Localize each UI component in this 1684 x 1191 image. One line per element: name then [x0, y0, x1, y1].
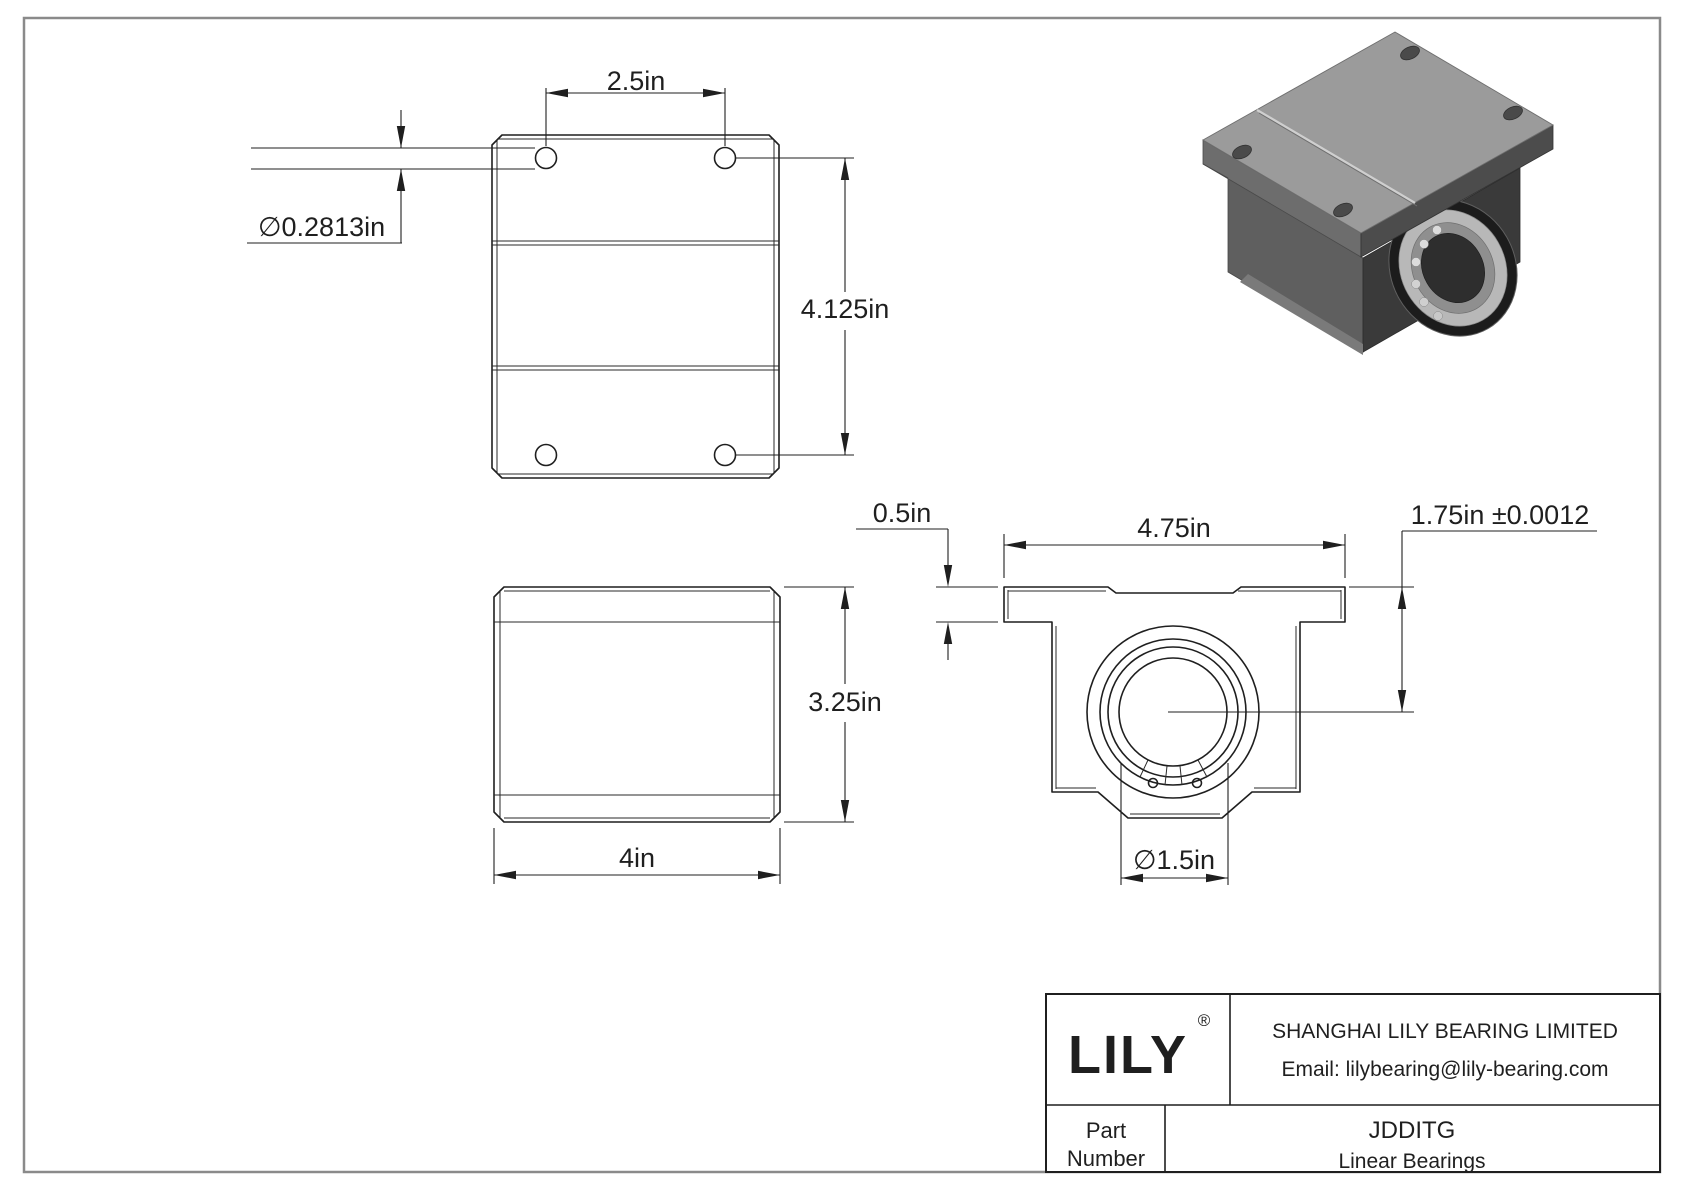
company-name: SHANGHAI LILY BEARING LIMITED [1272, 1020, 1618, 1043]
company-email: Email: lilybearing@lily-bearing.com [1281, 1058, 1608, 1081]
title-block-border [1045, 993, 1661, 1173]
mounting-hole [534, 146, 558, 170]
render-ball [1411, 279, 1421, 289]
dim-label-overall-width: 4.75in [1137, 513, 1211, 543]
render-body-bottom-chamfer [1240, 274, 1363, 355]
render-plate-top-face [1202, 31, 1554, 234]
title-block: LILY ® SHANGHAI LILY BEARING LIMITED Ema… [1045, 993, 1661, 1173]
dim-side-height: 3.25in [784, 586, 882, 823]
part-category: Linear Bearings [1338, 1150, 1485, 1173]
render-ball [1419, 297, 1429, 307]
front-view [1003, 586, 1414, 819]
company-logo: LILY [1068, 1025, 1188, 1085]
dim-hole-spacing: 2.5in [545, 66, 726, 146]
top-view [491, 134, 780, 479]
render-ball [1432, 225, 1442, 235]
mounting-hole [713, 443, 737, 467]
render-plate-underside-edge [1202, 163, 1229, 179]
part-number-value: JDDITG [1369, 1117, 1456, 1144]
dim-hole-diameter: ∅0.2813in [247, 110, 535, 244]
registered-trademark-icon: ® [1198, 1011, 1211, 1030]
part-number-label-line2: Number [1067, 1146, 1145, 1171]
retaining-ring-ear [1179, 765, 1183, 786]
dim-bore-diameter: ∅1.5in [1120, 763, 1229, 885]
dim-side-width: 4in [493, 828, 781, 884]
top-view-outline [491, 134, 780, 479]
front-view-outline [1003, 586, 1346, 819]
dim-hole-row-spacing: 4.125in [736, 157, 890, 456]
retaining-ring-lug-hole [1191, 777, 1203, 789]
page-border [22, 16, 1662, 1174]
render-ball [1419, 239, 1429, 249]
render-shaft-bore [1421, 233, 1485, 303]
dim-label-bore-diameter: ∅1.5in [1133, 845, 1215, 875]
side-view [493, 586, 781, 823]
retaining-ring-ear [1139, 759, 1149, 778]
render-top-split-line-shadow [1258, 112, 1418, 207]
render-top-hole [1232, 144, 1252, 160]
dim-label-hole-row-spacing: 4.125in [801, 294, 890, 324]
dim-center-height: 1.75in ±0.0012 [1349, 500, 1597, 712]
mounting-hole [534, 443, 558, 467]
retaining-ring-ear [1164, 765, 1168, 786]
dim-flange-thickness: 0.5in [856, 498, 998, 660]
render-ball [1411, 257, 1421, 267]
dim-label-center-height: 1.75in ±0.0012 [1411, 500, 1589, 530]
side-view-outline [493, 586, 781, 823]
dim-label-flange-thickness: 0.5in [873, 498, 932, 528]
retaining-ring-ear [1197, 759, 1208, 778]
render-top-hole [1333, 202, 1353, 218]
render-top-split-line [1256, 108, 1416, 205]
dim-label-hole-diameter: ∅0.2813in [258, 212, 385, 242]
part-number-label-line1: Part [1086, 1118, 1126, 1143]
dim-label-hole-spacing: 2.5in [607, 66, 666, 96]
dim-overall-width: 4.75in [1003, 513, 1346, 578]
render-top-hole [1503, 105, 1523, 121]
dim-label-side-width: 4in [619, 843, 655, 873]
mounting-hole [713, 146, 737, 170]
retaining-ring-lug-hole [1147, 777, 1159, 789]
isometric-render [1202, 31, 1554, 355]
render-top-hole [1400, 45, 1420, 61]
dim-label-side-height: 3.25in [808, 687, 882, 717]
render-ball [1433, 311, 1443, 321]
